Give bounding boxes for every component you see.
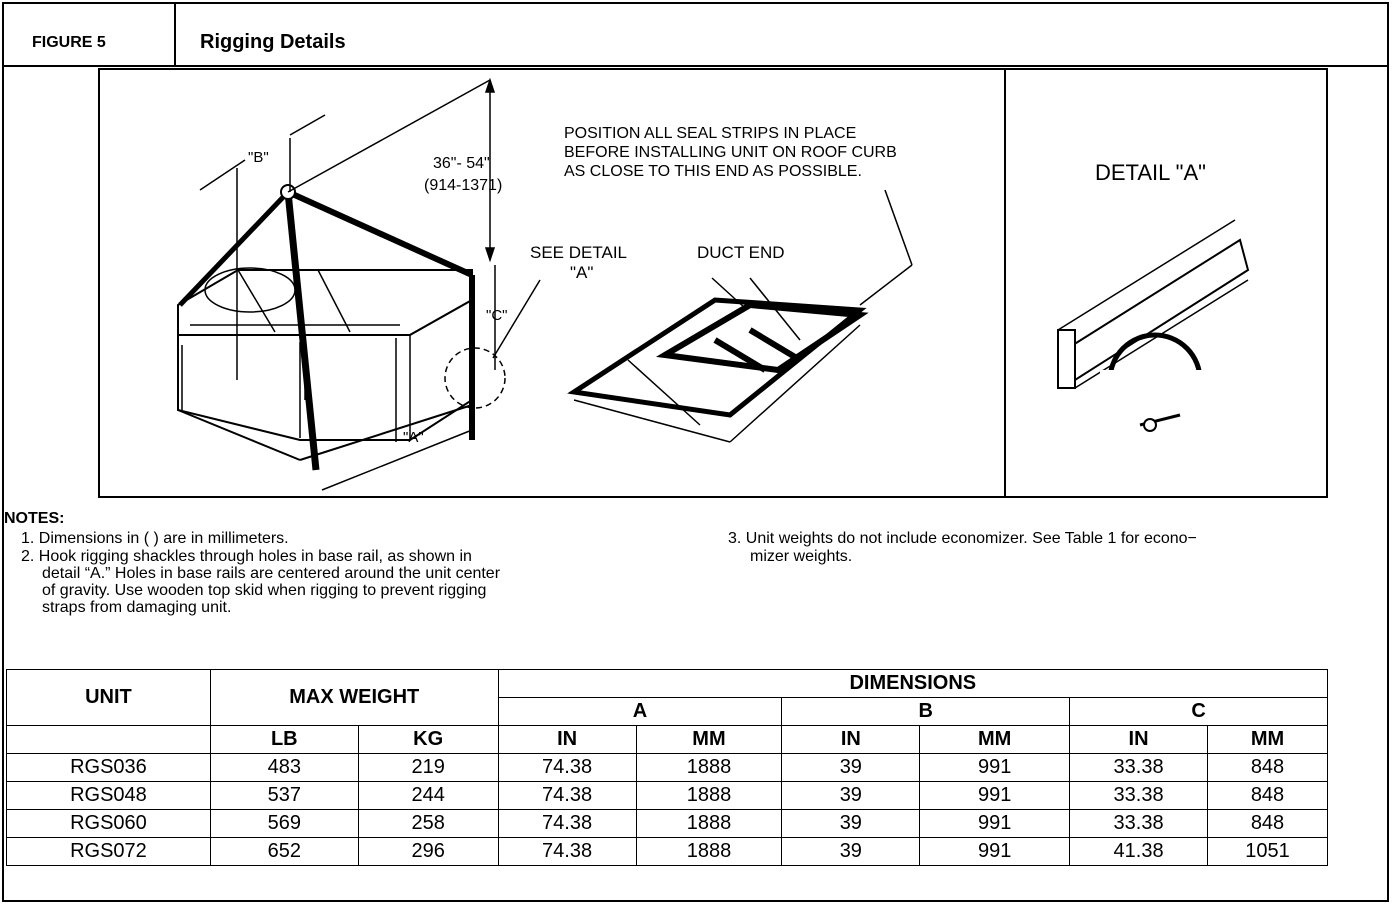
height-mm-label: (914-1371) xyxy=(424,177,502,194)
b-mm-cell: 991 xyxy=(919,809,1071,838)
dim-c-header: C xyxy=(1069,697,1328,726)
a-mm-cell: 1888 xyxy=(635,781,783,810)
notes-title: NOTES: xyxy=(4,510,65,527)
unit-header: UNIT xyxy=(6,669,211,726)
table-row: RGS048 537 244 74.38 1888 39 991 33.38 8… xyxy=(6,781,1328,810)
a-in-cell: 74.38 xyxy=(497,781,637,810)
unit-cell: RGS048 xyxy=(6,781,211,810)
header-divider xyxy=(174,4,176,67)
kg-header: KG xyxy=(357,725,499,754)
note-2-line-2: detail “A.” Holes in base rails are cent… xyxy=(42,565,501,582)
c-in-cell: 33.38 xyxy=(1069,809,1208,838)
unit-cell: RGS072 xyxy=(6,837,211,866)
kg-cell: 258 xyxy=(357,809,499,838)
a-mm-cell: 1888 xyxy=(635,809,783,838)
b-in-cell: 39 xyxy=(781,753,921,782)
a-mm-cell: 1888 xyxy=(635,837,783,866)
a-in-cell: 74.38 xyxy=(497,809,637,838)
lb-header: LB xyxy=(209,725,359,754)
rigging-drawing: "B" 36"- 54" (914-1371) SEE DETAIL "A" "… xyxy=(98,68,1328,498)
seal-note-line-3: AS CLOSE TO THIS END AS POSSIBLE. xyxy=(564,163,862,180)
seal-note-line-2: BEFORE INSTALLING UNIT ON ROOF CURB xyxy=(564,144,897,161)
dim-a-header: A xyxy=(497,697,783,726)
b-in-cell: 39 xyxy=(781,781,921,810)
dimensions-table: UNIT MAX WEIGHT DIMENSIONS A B C LB KG I… xyxy=(6,669,1329,866)
a-mm-header: MM xyxy=(635,725,783,754)
notes-section: NOTES: xyxy=(4,510,64,527)
seal-note-line-1: POSITION ALL SEAL STRIPS IN PLACE xyxy=(564,125,856,142)
a-mm-cell: 1888 xyxy=(635,753,783,782)
c-mm-cell: 848 xyxy=(1207,809,1328,838)
c-mm-cell: 848 xyxy=(1207,753,1328,782)
dim-b-header: B xyxy=(781,697,1071,726)
b-mm-cell: 991 xyxy=(919,753,1071,782)
c-mm-header: MM xyxy=(1207,725,1328,754)
unit-cell: RGS060 xyxy=(6,809,211,838)
a-in-cell: 74.38 xyxy=(497,837,637,866)
unit-blank-cell xyxy=(6,725,211,754)
kg-cell: 219 xyxy=(357,753,499,782)
b-in-header: IN xyxy=(781,725,921,754)
height-in-label: 36"- 54" xyxy=(433,155,490,172)
table-row: RGS060 569 258 74.38 1888 39 991 33.38 8… xyxy=(6,809,1328,838)
b-in-cell: 39 xyxy=(781,837,921,866)
figure-title: Rigging Details xyxy=(200,31,346,53)
b-mm-header: MM xyxy=(919,725,1071,754)
a-in-cell: 74.38 xyxy=(497,753,637,782)
drawing-divider xyxy=(1004,70,1006,498)
duct-end-label: DUCT END xyxy=(697,243,785,262)
lb-cell: 652 xyxy=(209,837,359,866)
a-in-header: IN xyxy=(497,725,637,754)
note-2-line-3: of gravity. Use wooden top skid when rig… xyxy=(42,582,487,599)
note-2-line-1: 2. Hook rigging shackles through holes i… xyxy=(21,548,472,565)
kg-cell: 296 xyxy=(357,837,499,866)
table-row: RGS072 652 296 74.38 1888 39 991 41.38 1… xyxy=(6,837,1328,866)
detail-a-title: DETAIL "A" xyxy=(1095,160,1206,185)
c-in-cell: 41.38 xyxy=(1069,837,1208,866)
note-1: 1. Dimensions in ( ) are in millimeters. xyxy=(21,530,289,547)
c-in-cell: 33.38 xyxy=(1069,753,1208,782)
see-detail-label-1: SEE DETAIL xyxy=(530,243,627,262)
c-mm-cell: 848 xyxy=(1207,781,1328,810)
b-mm-cell: 991 xyxy=(919,781,1071,810)
label-a: "A" xyxy=(403,429,424,446)
dimensions-header: DIMENSIONS xyxy=(497,669,1329,698)
b-mm-cell: 991 xyxy=(919,837,1071,866)
table-row: RGS036 483 219 74.38 1888 39 991 33.38 8… xyxy=(6,753,1328,782)
figure-label: FIGURE 5 xyxy=(32,34,106,51)
c-in-header: IN xyxy=(1069,725,1208,754)
note-3-line-1: 3. Unit weights do not include economize… xyxy=(728,530,1197,547)
note-3-line-2: mizer weights. xyxy=(750,548,853,565)
max-weight-header: MAX WEIGHT xyxy=(209,669,499,726)
rigging-illustration: "B" 36"- 54" (914-1371) SEE DETAIL "A" "… xyxy=(177,77,1250,491)
lb-cell: 537 xyxy=(209,781,359,810)
b-in-cell: 39 xyxy=(781,809,921,838)
kg-cell: 244 xyxy=(357,781,499,810)
c-in-cell: 33.38 xyxy=(1069,781,1208,810)
unit-cell: RGS036 xyxy=(6,753,211,782)
note-2-line-4: straps from damaging unit. xyxy=(42,599,232,616)
label-c: "C" xyxy=(486,307,507,324)
lb-cell: 483 xyxy=(209,753,359,782)
figure-header: FIGURE 5 Rigging Details xyxy=(4,4,1389,67)
lb-cell: 569 xyxy=(209,809,359,838)
label-b: "B" xyxy=(248,149,269,166)
c-mm-cell: 1051 xyxy=(1207,837,1328,866)
see-detail-label-2: "A" xyxy=(570,263,593,282)
